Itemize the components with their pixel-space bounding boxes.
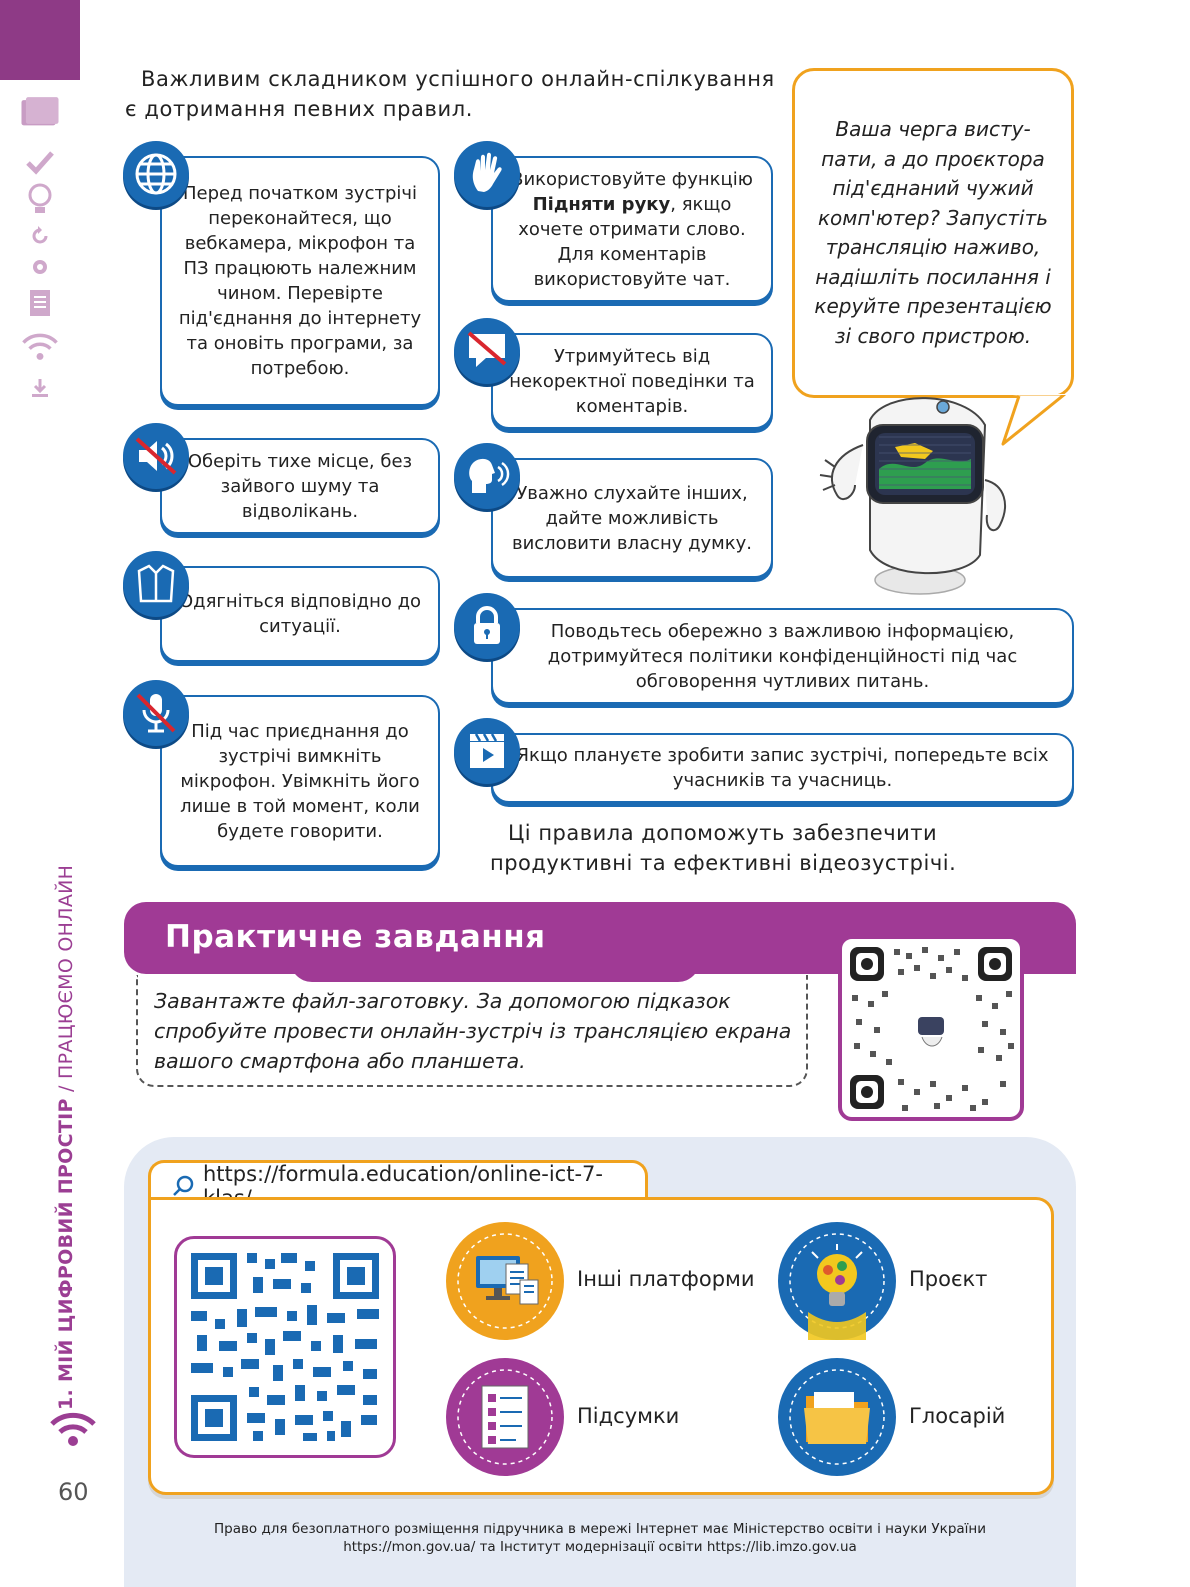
video-clapper-icon (454, 718, 520, 784)
muted-speaker-icon (123, 423, 189, 489)
monitor-documents-icon (476, 1256, 539, 1305)
resource-label[interactable]: Глосарій (909, 1404, 1006, 1428)
resource-label[interactable]: Проєкт (909, 1267, 988, 1291)
rule-card-quiet-place: Оберіть тихе місце, без зайвого шуму та … (160, 438, 440, 534)
resource-summary[interactable] (446, 1358, 564, 1476)
footer-line-2: https://mon.gov.ua/ та Інститут модерніз… (343, 1539, 857, 1555)
intro-text: Важливим складником успішного онлайн-спі… (125, 67, 775, 121)
rule-card-microphone: Під час приєднання до зустрічі вимкніть … (160, 695, 440, 867)
search-icon (171, 1174, 195, 1198)
corner-tab (0, 0, 80, 80)
rule-text: Поводьтесь обережно з важливою інформаці… (547, 620, 1018, 692)
rule-card-equipment: Перед початком зустрічі переконайтеся, щ… (160, 156, 440, 406)
refresh-margin-icon (20, 216, 60, 256)
resource-project[interactable] (778, 1222, 896, 1340)
resource-label[interactable]: Інші платформи (577, 1267, 755, 1291)
rule-text: Оберіть тихе місце, без зайвого шуму та … (187, 450, 413, 522)
wifi-margin-icon (20, 326, 60, 366)
rule-text: Під час приєднання до зустрічі вимкніть … (180, 720, 420, 842)
footer-copyright: Право для безоплатного розміщення підруч… (124, 1520, 1076, 1556)
rule-text: Одягніться відповідно до ситуації. (178, 591, 422, 637)
page-number: 60 (58, 1478, 89, 1506)
speech-bubble: Ваша черга висту-пати, а до проєктора пі… (792, 68, 1074, 398)
listening-head-icon (454, 443, 520, 509)
rule-text: Перед початком зустрічі переконайтеся, щ… (178, 183, 422, 379)
task-box (136, 975, 808, 1087)
task-header-tab (290, 960, 700, 982)
raised-hand-icon (454, 141, 520, 207)
rule-card-behavior: Утримуйтесь від некоректної поведінки та… (491, 333, 773, 429)
chapter-title: 1. МІЙ ЦИФРОВИЙ ПРОСТІР / ПРАЦЮЄМО ОНЛАЙ… (55, 864, 77, 1410)
resource-other-platforms[interactable] (446, 1222, 564, 1340)
rule-card-dress: Одягніться відповідно до ситуації. (160, 566, 440, 662)
rule-card-raise-hand: Використовуйте функцію Підняти руку, якщ… (491, 156, 773, 302)
checklist-icon (481, 1385, 529, 1449)
rule-card-listen: Уважно слухайте інших, дайте можливість … (491, 458, 773, 578)
rule-text: Використовуйте функцію Підняти руку, якщ… (511, 168, 753, 290)
no-comments-icon (454, 318, 520, 384)
resource-label[interactable]: Підсумки (577, 1404, 680, 1428)
robot-illustration (815, 385, 1015, 604)
rule-text: Уважно слухайте інших, дайте можливість … (511, 482, 753, 554)
rule-card-privacy: Поводьтесь обережно з важливою інформаці… (491, 608, 1074, 704)
folder-margin-icon (20, 92, 60, 132)
wifi-chapter-icon (48, 1408, 98, 1452)
gear-margin-icon (20, 247, 60, 287)
conclusion-text: Ці правила допоможуть забезпечити продук… (490, 821, 957, 875)
muted-microphone-icon (123, 680, 189, 746)
online-qr-code[interactable] (174, 1236, 396, 1458)
task-title: Практичне завдання (165, 919, 546, 955)
bulb-margin-icon (20, 180, 60, 220)
bubble-text: Ваша черга висту-пати, а до проєктора пі… (814, 117, 1052, 348)
shirt-icon (123, 551, 189, 617)
footer-line-1: Право для безоплатного розміщення підруч… (213, 1521, 987, 1537)
lightbulb-icon (811, 1244, 863, 1306)
resource-glossary[interactable] (778, 1358, 896, 1476)
globe-icon (123, 141, 189, 207)
document-margin-icon (20, 283, 60, 323)
rule-text: Якщо плануєте зробити запис зустрічі, по… (516, 745, 1049, 791)
task-text: Завантажте файл-заготовку. За допомогою … (154, 989, 792, 1073)
padlock-icon (454, 593, 520, 659)
task-qr-code[interactable] (838, 935, 1024, 1121)
folder-icon (804, 1392, 870, 1444)
check-margin-icon (20, 142, 60, 182)
rule-card-recording: Якщо плануєте зробити запис зустрічі, по… (491, 733, 1074, 803)
rule-text: Утримуйтесь від некоректної поведінки та… (509, 345, 755, 417)
download-margin-icon (20, 368, 60, 408)
